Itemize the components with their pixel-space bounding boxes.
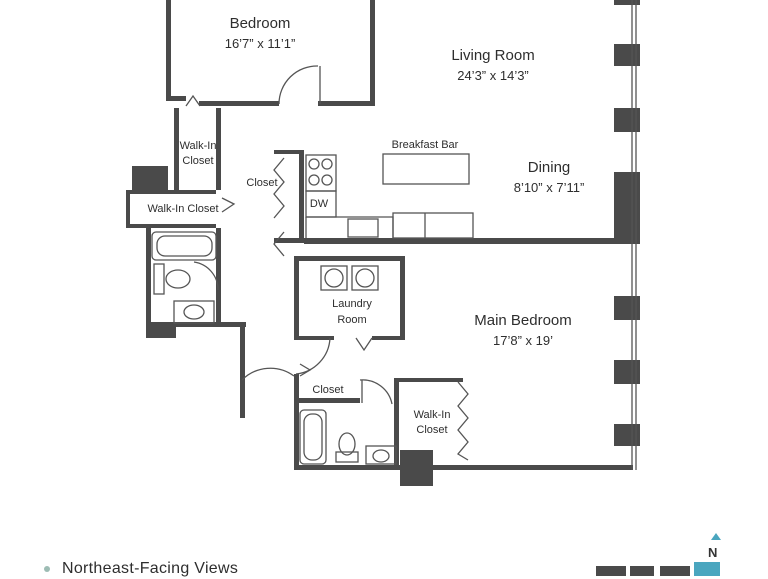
- views-legend-dot: [44, 566, 50, 572]
- walls: [126, 0, 640, 486]
- laundry-line1: Laundry: [332, 298, 372, 310]
- bedroom-name: Bedroom: [229, 15, 291, 32]
- bathtub-2: [299, 409, 327, 465]
- toilet-1: [165, 269, 191, 289]
- northeast-view-accent: [694, 562, 720, 576]
- living-room-size: 24’3” x 14’3”: [457, 68, 529, 83]
- bathtub-1: [151, 231, 217, 261]
- sink: [347, 218, 379, 238]
- upper-walkin-closet-line1: Walk-In: [179, 140, 217, 152]
- main-bedroom-size: 17’8” x 19’: [493, 333, 553, 348]
- hall-closet-label: Closet: [246, 177, 278, 189]
- breakfast-bar-label: Breakfast Bar: [391, 139, 459, 151]
- dining-name: Dining: [527, 159, 571, 176]
- upper-walkin-closet-line2: Closet: [182, 155, 214, 167]
- main-walkin-closet-line2: Closet: [416, 424, 448, 436]
- toilet-2: [338, 432, 356, 456]
- toilet-tank-2: [335, 451, 359, 463]
- compass-label: N: [708, 545, 718, 560]
- vanity-2: [365, 445, 397, 465]
- refrigerator: [392, 212, 474, 239]
- main-walkin-closet-line1: Walk-In: [413, 409, 451, 421]
- washer: [320, 265, 348, 291]
- hall-closet-bifold: [273, 157, 285, 219]
- bedroom-size: 16’7” x 11’1”: [224, 36, 296, 51]
- laundry-door-swing: [295, 337, 331, 375]
- dining-size: 8’10” x 7’11”: [513, 180, 585, 195]
- outlines: [151, 0, 637, 470]
- living-room-name: Living Room: [451, 47, 535, 64]
- vanity-1: [173, 300, 215, 324]
- middle-walkin-closet-label: Walk-In Closet: [147, 203, 219, 215]
- bedroom-door-swing: [278, 65, 319, 105]
- views-legend: Northeast-Facing Views: [44, 559, 238, 579]
- views-legend-label: Northeast-Facing Views: [62, 560, 239, 577]
- dryer: [351, 265, 379, 291]
- breakfast-bar: [382, 153, 470, 185]
- dishwasher-label: DW: [309, 198, 329, 210]
- bedroom-wall-bottom-left: [199, 101, 279, 106]
- laundry-line2: Room: [337, 314, 367, 326]
- main-bedroom-name: Main Bedroom: [474, 312, 572, 329]
- north-arrow-icon: [711, 533, 721, 540]
- toilet-tank-1: [153, 263, 165, 295]
- lower-closet-label: Closet: [312, 384, 344, 396]
- view-indicator: [596, 533, 721, 576]
